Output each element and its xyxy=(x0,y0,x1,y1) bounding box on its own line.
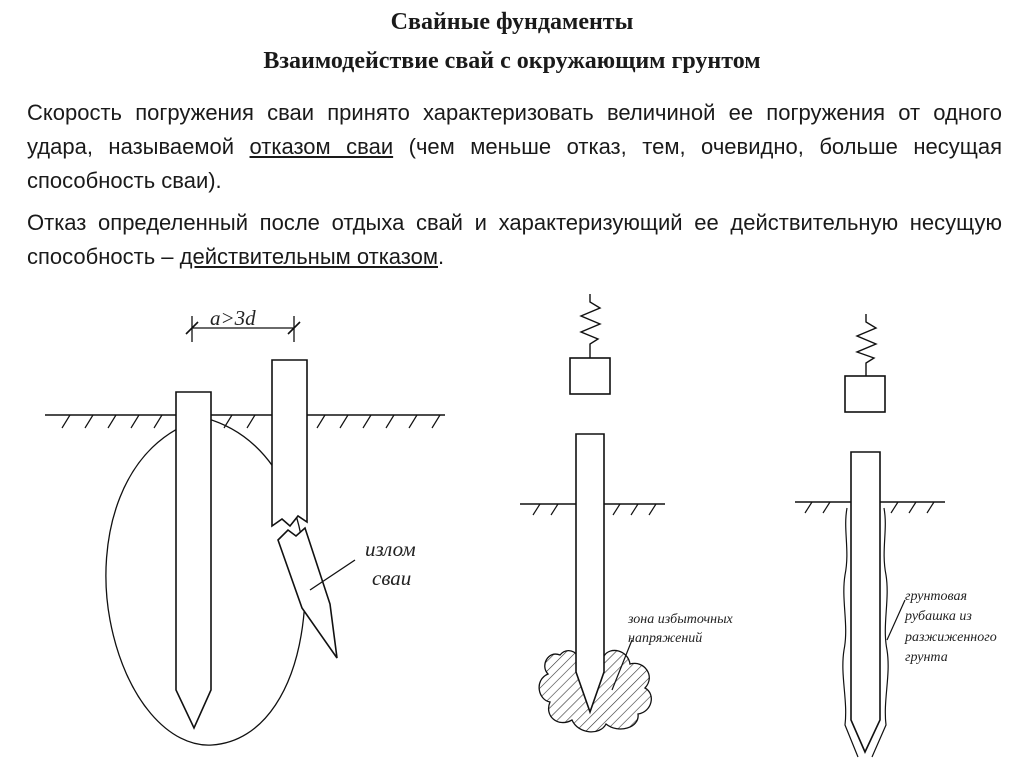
pile-right-broken xyxy=(277,526,338,659)
stress-zone-label-line2: напряжений xyxy=(628,631,702,646)
fracture-leader xyxy=(309,559,356,591)
fracture-label-line1: излом xyxy=(365,537,416,561)
ground-hatch-2 xyxy=(532,503,657,516)
pile-right-upper xyxy=(271,359,308,528)
paragraph-actual-text-start: Отказ определенный после отдыха свай и х… xyxy=(27,210,1002,269)
paragraph-actual-text-end: . xyxy=(438,244,445,269)
soil-jacket-right-edge xyxy=(871,507,889,758)
pile-left xyxy=(175,391,212,730)
pile-2 xyxy=(575,433,605,715)
hammer-block-3 xyxy=(844,375,886,413)
page-subtitle: Взаимодействие свай с окружающим грунтом xyxy=(263,48,761,74)
spring-3 xyxy=(855,314,878,376)
soil-jacket-label-line4: грунта xyxy=(905,650,948,665)
stress-zone-label-line1: зона избыточных xyxy=(627,612,734,627)
soil-jacket-label-line3: разжиженного xyxy=(904,630,997,645)
pile-3 xyxy=(850,451,881,754)
term-actual-refusal: действительным отказом xyxy=(179,244,438,269)
soil-jacket-label-line1: грунтовая xyxy=(905,589,967,604)
paragraph-refusal-text-start: Скорость погружения сваи принято характе… xyxy=(27,100,1002,159)
stress-zone-leader xyxy=(611,639,633,691)
soil-jacket-left-edge xyxy=(842,507,859,758)
spring-2 xyxy=(579,294,602,358)
dimension-label: a>3d xyxy=(210,306,256,330)
paragraph-refusal: Скорость погружения сваи принято характе… xyxy=(27,96,1002,198)
hammer-block-2 xyxy=(569,357,611,395)
term-pile-refusal: отказом сваи xyxy=(249,134,394,159)
figure-stress-zone xyxy=(520,294,665,733)
page-title: Свайные фундаменты xyxy=(390,9,634,35)
figure-soil-jacket xyxy=(795,314,945,758)
ground-hatch-1 xyxy=(61,414,441,429)
figure-pile-fracture xyxy=(45,316,445,746)
fracture-label-line2: сваи xyxy=(372,566,411,590)
stress-bulb-outline xyxy=(105,417,307,746)
soil-jacket-label-line2: рубашка из xyxy=(904,609,972,624)
soil-jacket-leader xyxy=(886,599,906,641)
paragraph-actual-refusal: Отказ определенный после отдыха свай и х… xyxy=(27,206,1002,274)
ground-hatch-3 xyxy=(804,501,935,514)
paragraph-refusal-text-end: (чем меньше отказ, тем, очевидно, больше… xyxy=(27,134,1002,193)
